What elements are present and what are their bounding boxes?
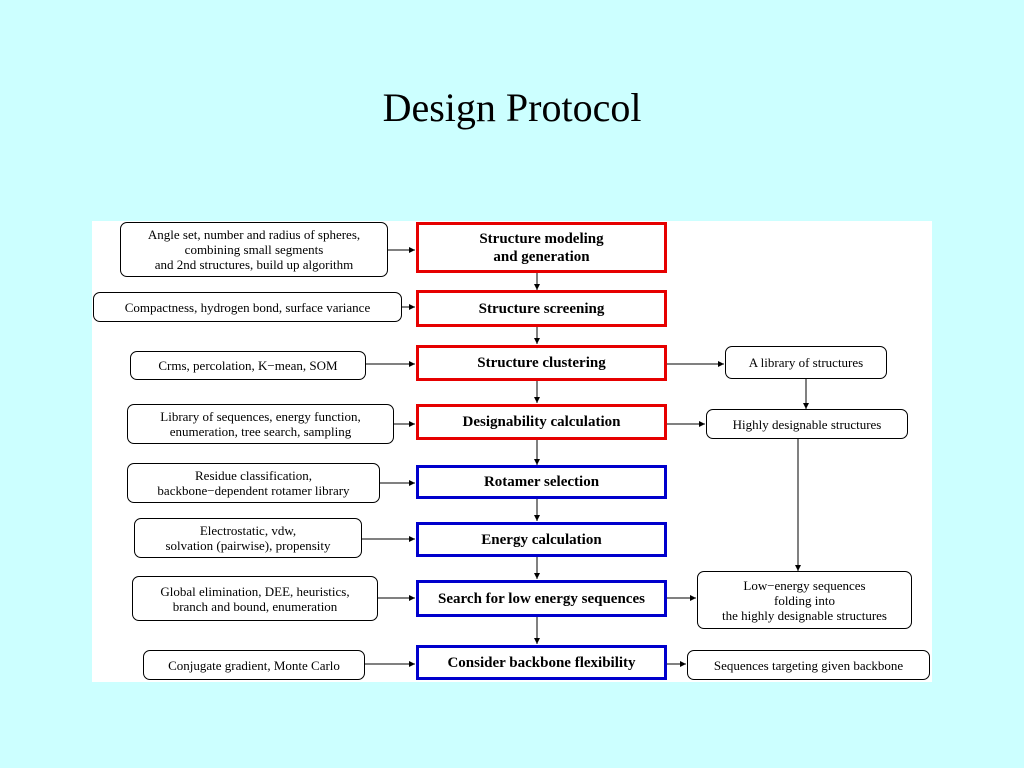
step-structure-screening: Structure screening <box>416 290 667 327</box>
output-highly-designable-structures: Highly designable structures <box>706 409 908 439</box>
flowchart-panel: Structure modeling and generation Struct… <box>92 221 932 682</box>
connector-arrows <box>362 247 809 667</box>
input-clustering-methods: Crms, percolation, K−mean, SOM <box>130 351 366 380</box>
step-structure-clustering: Structure clustering <box>416 345 667 381</box>
output-sequences-targeting-backbone: Sequences targeting given backbone <box>687 650 930 680</box>
output-low-energy-sequences: Low−energy sequences folding into the hi… <box>697 571 912 629</box>
input-rotamer-methods: Residue classification, backbone−depende… <box>127 463 380 503</box>
step-structure-modeling: Structure modeling and generation <box>416 222 667 273</box>
input-flexibility-methods: Conjugate gradient, Monte Carlo <box>143 650 365 680</box>
input-search-methods: Global elimination, DEE, heuristics, bra… <box>132 576 378 621</box>
input-energy-terms: Electrostatic, vdw, solvation (pairwise)… <box>134 518 362 558</box>
step-designability-calculation: Designability calculation <box>416 404 667 440</box>
step-search-low-energy-sequences: Search for low energy sequences <box>416 580 667 617</box>
step-energy-calculation: Energy calculation <box>416 522 667 557</box>
page-title: Design Protocol <box>382 85 642 130</box>
input-structure-generation-methods: Angle set, number and radius of spheres,… <box>120 222 388 277</box>
input-designability-methods: Library of sequences, energy function, e… <box>127 404 394 444</box>
input-screening-criteria: Compactness, hydrogen bond, surface vari… <box>93 292 402 322</box>
output-library-of-structures: A library of structures <box>725 346 887 379</box>
step-consider-backbone-flexibility: Consider backbone flexibility <box>416 645 667 680</box>
step-rotamer-selection: Rotamer selection <box>416 465 667 499</box>
